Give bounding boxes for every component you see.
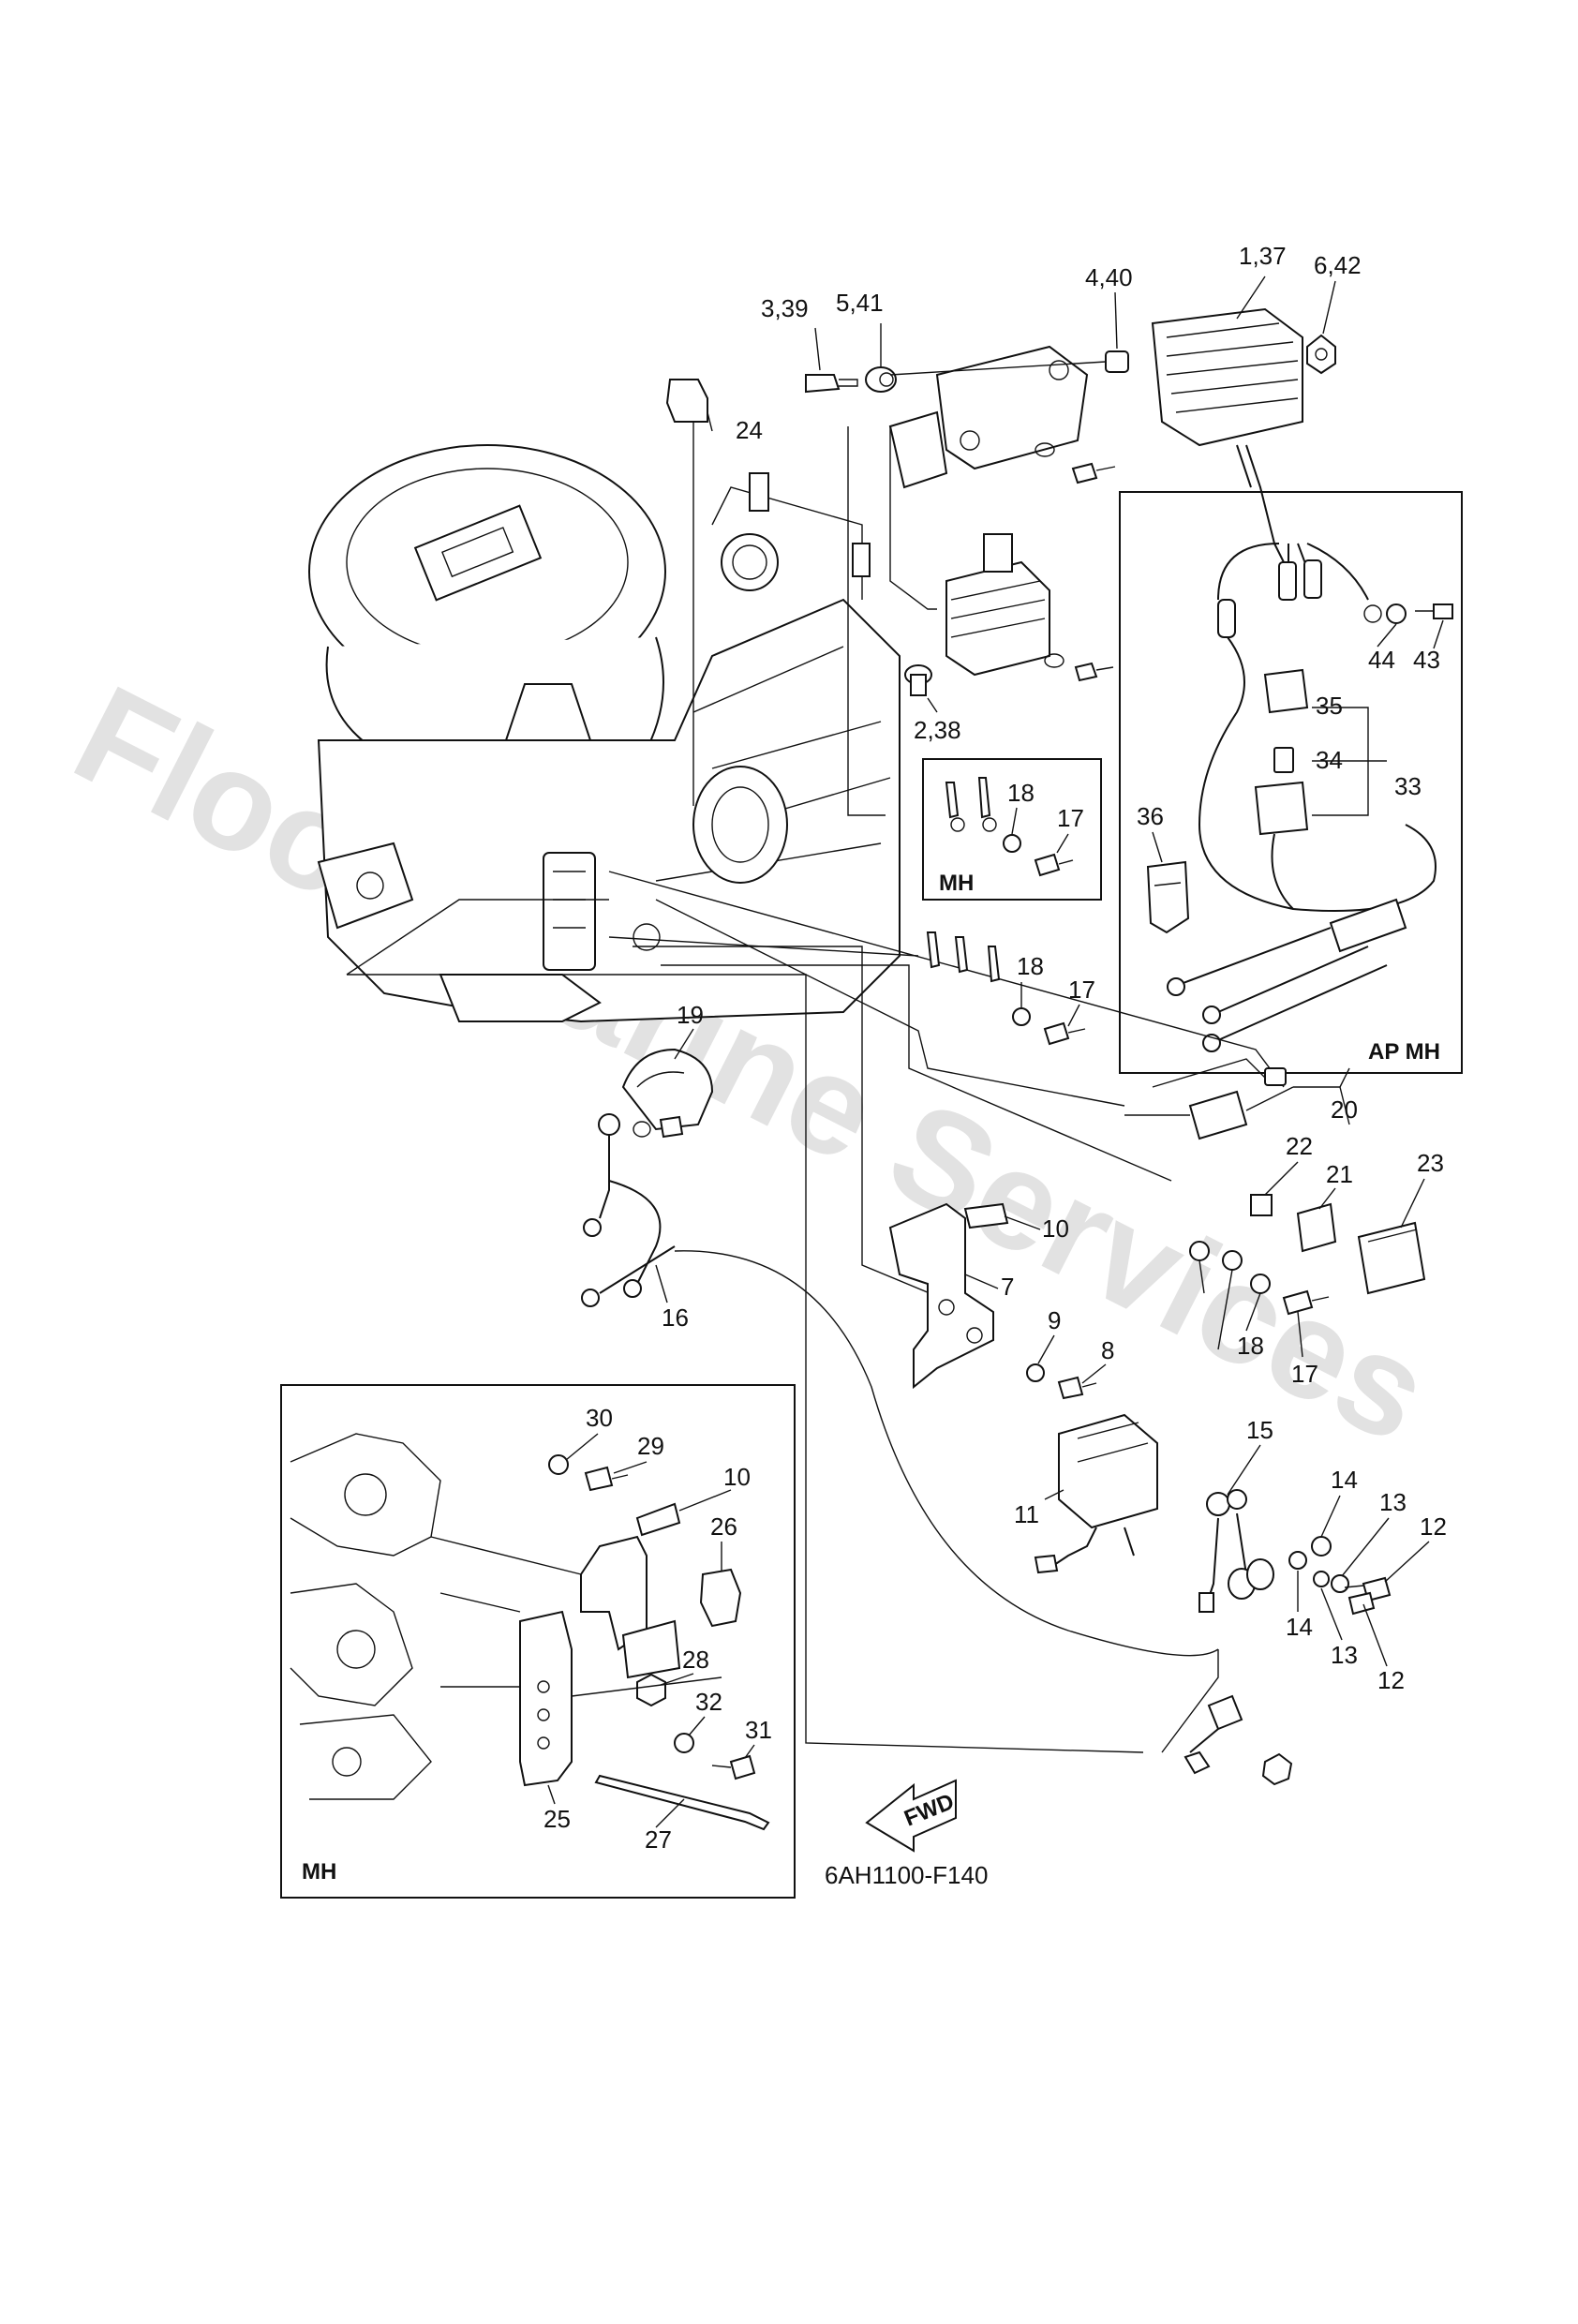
callout-21: 21 [1326,1160,1353,1188]
callout-23: 23 [1417,1149,1444,1177]
lower-leader-lines [547,619,1444,1828]
ap-mh-inset [1119,491,1463,1074]
callout-8: 8 [1101,1336,1114,1364]
rectifier-assembly-drawing [665,307,1336,816]
mid-right-parts [888,1058,1426,1400]
callout-6-42: 6,42 [1314,251,1362,279]
harness-lines [346,871,1285,1753]
callout-5-41: 5,41 [836,289,884,317]
callout-9: 9 [1048,1306,1061,1334]
callout-13-a: 13 [1379,1488,1407,1516]
callout-2-38: 2,38 [914,716,961,744]
callout-12-b: 12 [1377,1666,1405,1694]
callout-29: 29 [637,1432,664,1460]
mh-large-inset [280,1384,796,1899]
callout-27: 27 [645,1825,672,1854]
callout-1-37: 1,37 [1239,242,1287,270]
callout-7: 7 [1001,1273,1014,1301]
callout-31: 31 [745,1716,772,1744]
callout-22: 22 [1286,1132,1313,1160]
callout-18-a: 18 [1007,779,1035,807]
callout-28: 28 [682,1646,709,1674]
callout-13-b: 13 [1331,1641,1358,1669]
callout-43: 43 [1413,646,1440,674]
callout-20: 20 [1331,1095,1358,1124]
callout-17-b: 17 [1068,976,1095,1004]
callout-18-c: 18 [1237,1332,1264,1360]
callout-33: 33 [1394,772,1422,800]
callout-26: 26 [710,1512,737,1541]
callout-17-a: 17 [1057,804,1084,832]
fwd-arrow: FWD [865,1779,958,1853]
callout-30: 30 [586,1404,613,1432]
diagram-code: 6AH1100-F140 [825,1861,988,1889]
callout-18-b: 18 [1017,952,1044,980]
engine-block-drawing [308,444,901,1023]
top-leader-lines [692,276,1336,806]
callout-24: 24 [736,416,763,444]
ignition-coil-parts [1034,1413,1392,1786]
inset-label-ap-mh: AP MH [1368,1039,1440,1065]
callout-4-40: 4,40 [1085,263,1133,291]
callout-34: 34 [1316,746,1343,774]
callout-35: 35 [1316,692,1343,720]
callout-36: 36 [1137,802,1164,830]
mh-small-inset [922,758,1102,901]
callout-14-a: 14 [1331,1466,1358,1494]
callout-12-a: 12 [1420,1512,1447,1541]
callout-labels: 1,37 6,42 4,40 3,39 5,41 24 2,38 44 43 3… [543,242,1447,1854]
inset-label-mh-large: MH [302,1859,336,1885]
callout-10-a: 10 [1042,1214,1069,1243]
callout-15: 15 [1246,1416,1273,1444]
callout-14-b: 14 [1286,1613,1313,1641]
callout-11: 11 [1014,1500,1039,1528]
callout-16: 16 [662,1304,689,1332]
callout-44: 44 [1368,646,1395,674]
callout-17-c: 17 [1291,1360,1318,1388]
callout-3-39: 3,39 [761,294,809,322]
inset-label-mh-small: MH [939,871,974,896]
callout-10-b: 10 [723,1463,751,1491]
left-ground-parts [581,1048,714,1307]
callout-19: 19 [677,1001,704,1029]
callout-32: 32 [695,1688,722,1716]
callout-25: 25 [543,1805,571,1833]
